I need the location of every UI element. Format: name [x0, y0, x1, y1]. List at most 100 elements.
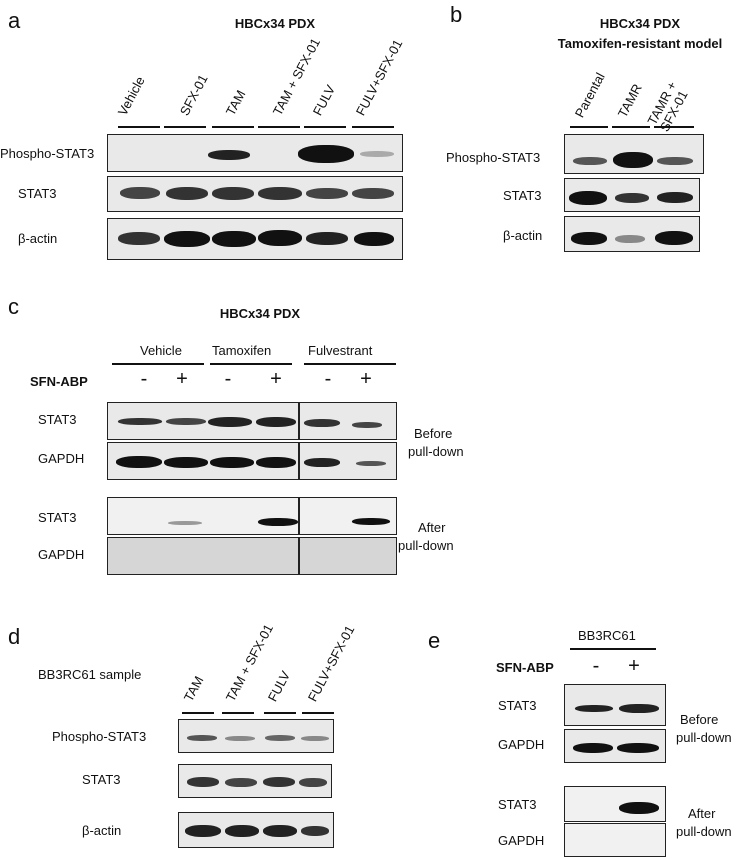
- before-label-1: Before: [414, 426, 453, 441]
- band: [212, 187, 254, 200]
- band: [263, 825, 297, 837]
- band: [352, 188, 394, 199]
- blot-c-before-stat3: [107, 402, 397, 440]
- title-underline: [570, 648, 656, 650]
- blot-a-beta-actin: [107, 218, 403, 260]
- row-label: STAT3: [18, 186, 57, 201]
- blot-c-before-gapdh: [107, 442, 397, 480]
- sign: -: [224, 368, 232, 390]
- row-label: Phospho-STAT3: [446, 150, 541, 165]
- after-label-2: pull-down: [398, 538, 454, 553]
- band: [225, 736, 255, 741]
- blot-e-after-gapdh: [564, 823, 666, 857]
- row-label: Phospho-STAT3: [52, 729, 147, 744]
- row-label: β-actin: [503, 228, 543, 243]
- band: [225, 825, 259, 837]
- panel-c-title: HBCx34 PDX: [219, 306, 301, 321]
- band: [187, 777, 219, 787]
- band: [306, 188, 348, 199]
- panel-b-title-1: HBCx34 PDX: [599, 16, 681, 31]
- band: [164, 231, 210, 247]
- after-label-1: After: [688, 806, 716, 821]
- band: [615, 235, 645, 243]
- band: [263, 777, 295, 787]
- band: [569, 191, 607, 205]
- row-label: β-actin: [82, 823, 122, 838]
- band: [306, 232, 348, 245]
- blot-a-stat3: [107, 176, 403, 212]
- lane-label: TAM: [222, 87, 249, 118]
- lane-label: FULV+SFX-01: [352, 36, 406, 118]
- row-label: GAPDH: [498, 833, 545, 848]
- blot-a-phospho-stat3: [107, 134, 403, 172]
- before-label-1: Before: [680, 712, 719, 727]
- band: [258, 187, 302, 200]
- band: [573, 743, 613, 753]
- panel-d-letter: d: [8, 624, 21, 649]
- divider: [298, 403, 300, 439]
- band: [265, 735, 295, 741]
- blot-d-beta-actin: [178, 812, 334, 848]
- group-underline: [112, 363, 204, 365]
- lane-label: TAMR: [614, 81, 645, 120]
- divider: [298, 443, 300, 479]
- divider: [298, 538, 300, 574]
- lane-label: FULV: [309, 82, 339, 118]
- band: [166, 418, 206, 425]
- blot-b-beta-actin: [564, 216, 700, 252]
- lane-underline: [570, 126, 608, 128]
- lane-underline: [304, 126, 346, 128]
- group-underline: [304, 363, 396, 365]
- band: [356, 461, 386, 466]
- band: [573, 157, 607, 165]
- band: [304, 458, 340, 467]
- band: [256, 457, 296, 468]
- blot-c-after-gapdh: [107, 537, 397, 575]
- lane-label: FULV: [264, 668, 294, 704]
- band: [615, 193, 649, 203]
- panel-a-letter: a: [8, 8, 21, 33]
- band: [208, 417, 252, 427]
- blot-b-phospho-stat3: [564, 134, 704, 174]
- lane-underline: [264, 712, 296, 714]
- panel-a-title: HBCx34 PDX: [234, 16, 316, 31]
- blot-e-before-stat3: [564, 684, 666, 726]
- band: [360, 151, 394, 157]
- band: [352, 422, 382, 428]
- lane-underline: [222, 712, 254, 714]
- band: [657, 192, 693, 203]
- group-underline: [210, 363, 292, 365]
- band: [299, 778, 327, 787]
- sign: -: [324, 368, 332, 390]
- row-label: STAT3: [38, 510, 77, 525]
- blot-d-phospho-stat3: [178, 719, 334, 753]
- band: [301, 736, 329, 741]
- band: [655, 231, 693, 245]
- row-label: STAT3: [498, 797, 537, 812]
- panel-b-letter: b: [450, 2, 463, 27]
- row-label: STAT3: [498, 698, 537, 713]
- treatment-label: SFN-ABP: [30, 374, 88, 389]
- row-label: GAPDH: [38, 547, 85, 562]
- lane-label: TAM: [180, 673, 207, 704]
- sign: -: [592, 655, 600, 677]
- band: [571, 232, 607, 245]
- lane-label: Vehicle: [114, 73, 148, 118]
- band: [301, 826, 329, 836]
- blot-e-after-stat3: [564, 786, 666, 822]
- lane-underline: [302, 712, 334, 714]
- band: [164, 457, 208, 468]
- sign: +: [628, 655, 640, 677]
- row-label: GAPDH: [38, 451, 85, 466]
- sample-label: BB3RC61 sample: [38, 667, 142, 682]
- band: [185, 825, 221, 837]
- lane-underline: [212, 126, 254, 128]
- band: [657, 157, 693, 165]
- sign: +: [176, 368, 188, 390]
- blot-c-after-stat3: [107, 497, 397, 535]
- band: [258, 518, 298, 526]
- before-label-2: pull-down: [676, 730, 732, 745]
- lane-underline: [182, 712, 214, 714]
- band: [352, 518, 390, 525]
- group-label: Tamoxifen: [212, 343, 272, 358]
